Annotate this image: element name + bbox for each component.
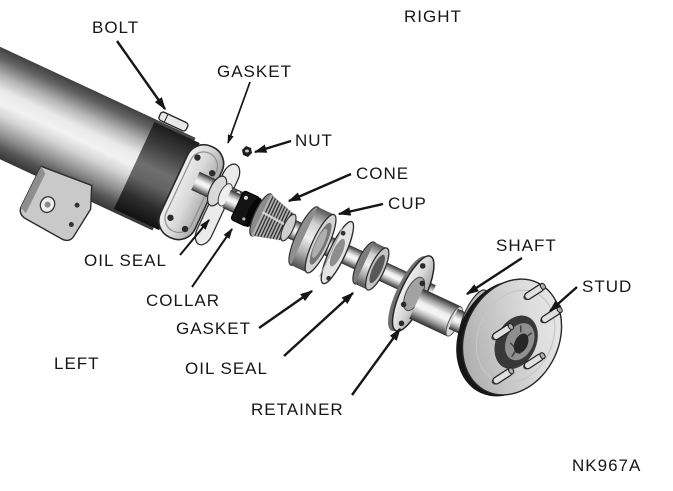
label-right: RIGHT	[404, 7, 462, 26]
leader-stud	[549, 286, 578, 312]
cup-part	[288, 206, 337, 274]
cone-part	[249, 193, 297, 242]
leader-gasket-housing	[227, 81, 251, 144]
label-shaft: SHAFT	[496, 236, 557, 255]
oil-seal-outer-part	[352, 241, 390, 291]
leader-collar	[191, 228, 233, 288]
hub-flange	[456, 278, 563, 397]
label-left: LEFT	[54, 354, 100, 373]
leader-nut	[253, 139, 292, 154]
leader-retainer	[351, 327, 401, 396]
leader-gasket-retainer	[258, 290, 314, 329]
leader-oil-seal-inner	[179, 219, 210, 256]
housing-bracket	[19, 165, 93, 242]
label-retainer: RETAINER	[251, 400, 344, 419]
collar-part	[230, 190, 262, 228]
labels: BOLT GASKET RIGHT NUT CONE CUP OIL SEAL …	[54, 7, 641, 475]
axle-housing-tube	[0, 27, 200, 231]
label-collar: COLLAR	[146, 291, 220, 310]
label-nut: NUT	[295, 131, 333, 150]
label-oil-seal-inner: OIL SEAL	[84, 251, 167, 270]
label-gasket-retainer: GASKET	[176, 319, 251, 338]
leader-oil-seal-outer	[283, 292, 354, 357]
stud-part	[523, 282, 547, 301]
stud-part	[522, 352, 546, 370]
label-cone: CONE	[356, 164, 409, 183]
bolt-part	[158, 111, 189, 132]
figure-code: NK967A	[572, 456, 641, 475]
stud-part	[491, 367, 515, 385]
leader-lines	[116, 40, 578, 396]
label-bolt: BOLT	[92, 18, 139, 37]
label-gasket-housing: GASKET	[217, 62, 292, 81]
retainer-part	[388, 255, 435, 332]
leader-shaft	[465, 256, 523, 296]
nut-part	[242, 146, 252, 157]
leader-bolt	[116, 40, 166, 111]
label-cup: CUP	[388, 194, 427, 213]
leader-cup	[337, 202, 384, 216]
stud-part	[491, 323, 515, 341]
label-oil-seal-outer: OIL SEAL	[185, 359, 268, 378]
label-stud: STUD	[582, 277, 632, 296]
gasket-retainer-part	[319, 220, 355, 285]
leader-cone	[287, 172, 352, 203]
